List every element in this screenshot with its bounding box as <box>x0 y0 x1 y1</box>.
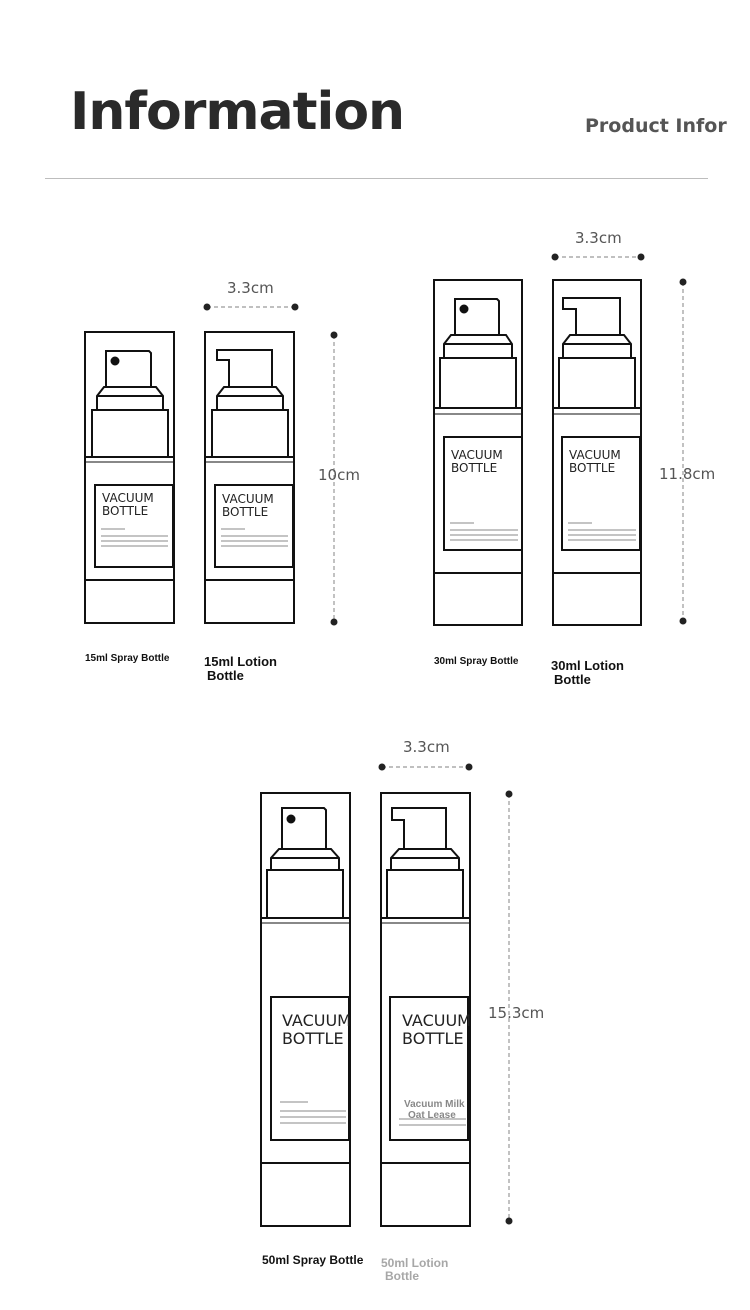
caption-50ml-spray: 50ml Spray Bottle <box>262 1253 364 1267</box>
spray-bottle-15ml <box>84 331 175 624</box>
height-label-50ml: 15.3cm <box>488 1004 545 1022</box>
lotion-bottle-50ml <box>380 792 471 1227</box>
height-label-15ml: 10cm <box>318 466 360 484</box>
page-title: Information <box>70 82 405 142</box>
caption-15ml-lotion: 15ml Lotion Bottle <box>204 654 277 683</box>
page-subtitle: Product Infor <box>585 115 727 137</box>
width-label-15ml: 3.3cm <box>227 279 274 297</box>
label-overlay-text: Vacuum Milk Oat Lease <box>404 1099 465 1121</box>
spray-bottle-50ml <box>260 792 351 1227</box>
width-label-30ml: 3.3cm <box>575 229 622 247</box>
lotion-bottle-30ml <box>552 279 642 626</box>
lotion-bottle-15ml <box>204 331 295 624</box>
header-divider <box>45 178 708 179</box>
caption-30ml-spray: 30ml Spray Bottle <box>434 656 519 667</box>
height-label-30ml: 11.8cm <box>659 465 716 483</box>
caption-15ml-spray: 15ml Spray Bottle <box>85 653 170 664</box>
spray-bottle-30ml <box>433 279 523 626</box>
caption-50ml-lotion: 50ml Lotion Bottle <box>381 1256 449 1283</box>
width-label-50ml: 3.3cm <box>403 738 450 756</box>
caption-30ml-lotion: 30ml Lotion Bottle <box>551 658 624 687</box>
